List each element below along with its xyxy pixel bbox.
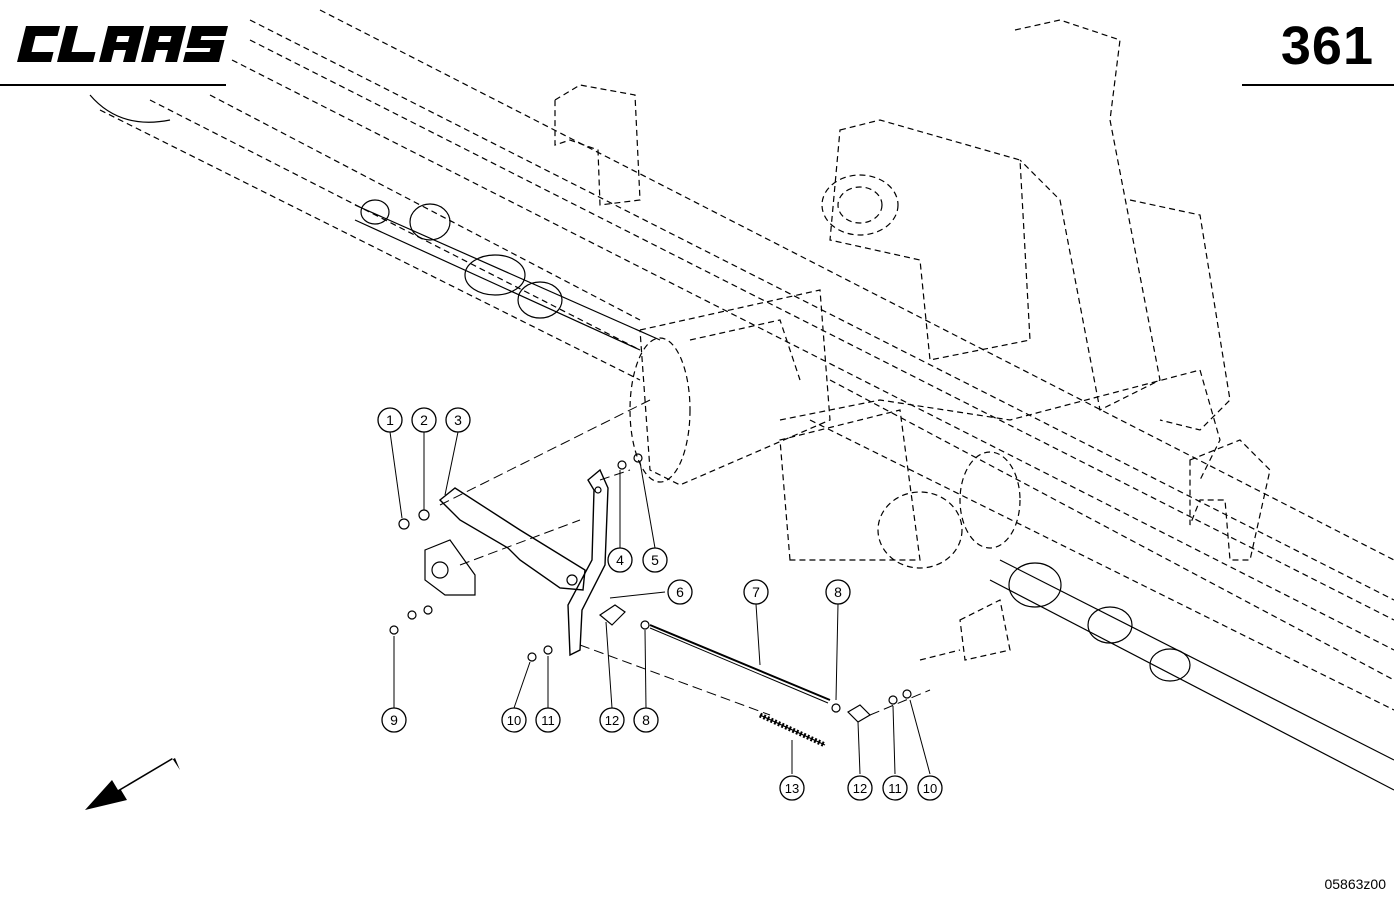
callout-circle (501, 707, 527, 733)
callout-13: 13 (779, 775, 805, 801)
alignment-lines (439, 399, 931, 716)
callout-label: 5 (651, 552, 659, 568)
callout-label: 4 (616, 552, 624, 568)
callout-label: 10 (923, 781, 937, 796)
callout-circle (847, 775, 873, 801)
callout-10: 10 (917, 775, 943, 801)
direction-arrow-icon (85, 758, 180, 810)
callout-circle (607, 547, 633, 573)
callout-circle (633, 707, 659, 733)
callout-label: 9 (390, 712, 398, 728)
callout-label: 12 (853, 781, 867, 796)
callout-circle (535, 707, 561, 733)
header-rule-left (0, 84, 226, 86)
callout-4: 4 (607, 547, 633, 573)
page-number: 361 (1280, 16, 1374, 76)
callout-circle (882, 775, 908, 801)
spring-part (758, 712, 827, 748)
callout-circle (779, 775, 805, 801)
callout-label: 3 (454, 412, 462, 428)
background-machine (99, 9, 1394, 711)
callout-label: 2 (420, 412, 428, 428)
bracket-plate-part (438, 487, 586, 591)
callout-3: 3 (445, 407, 471, 433)
callout-10: 10 (501, 707, 527, 733)
callout-label: 8 (834, 584, 842, 600)
callout-circle (642, 547, 668, 573)
lever-part (567, 468, 609, 657)
callout-5: 5 (642, 547, 668, 573)
callout-1: 1 (377, 407, 403, 433)
rod-part (649, 624, 831, 701)
header-rule-right (1242, 84, 1394, 86)
callout-8: 8 (633, 707, 659, 733)
drawing-id: 05863z00 (1324, 876, 1386, 892)
callout-2: 2 (411, 407, 437, 433)
callout-leaders (389, 431, 931, 775)
callout-6: 6 (667, 579, 693, 605)
callout-label: 1 (386, 412, 394, 428)
callout-label: 7 (752, 584, 760, 600)
callout-circle (377, 407, 403, 433)
callout-7: 7 (743, 579, 769, 605)
callout-label: 11 (541, 713, 555, 728)
callout-circle (667, 579, 693, 605)
callout-11: 11 (882, 775, 908, 801)
callout-label: 8 (642, 712, 650, 728)
callout-9: 9 (381, 707, 407, 733)
callout-circle (411, 407, 437, 433)
callout-circle (917, 775, 943, 801)
callout-label: 6 (676, 584, 684, 600)
callout-circle (743, 579, 769, 605)
callout-label: 10 (507, 713, 521, 728)
callout-8: 8 (825, 579, 851, 605)
callout-circle (825, 579, 851, 605)
callout-label: 13 (785, 781, 799, 796)
callout-circle (381, 707, 407, 733)
callout-circle (599, 707, 625, 733)
claas-logo (17, 26, 229, 62)
callout-circle (445, 407, 471, 433)
callout-label: 12 (605, 713, 619, 728)
callout-12: 12 (847, 775, 873, 801)
callout-11: 11 (535, 707, 561, 733)
drive-shafts (89, 94, 1394, 791)
callout-label: 11 (888, 781, 902, 796)
callout-12: 12 (599, 707, 625, 733)
